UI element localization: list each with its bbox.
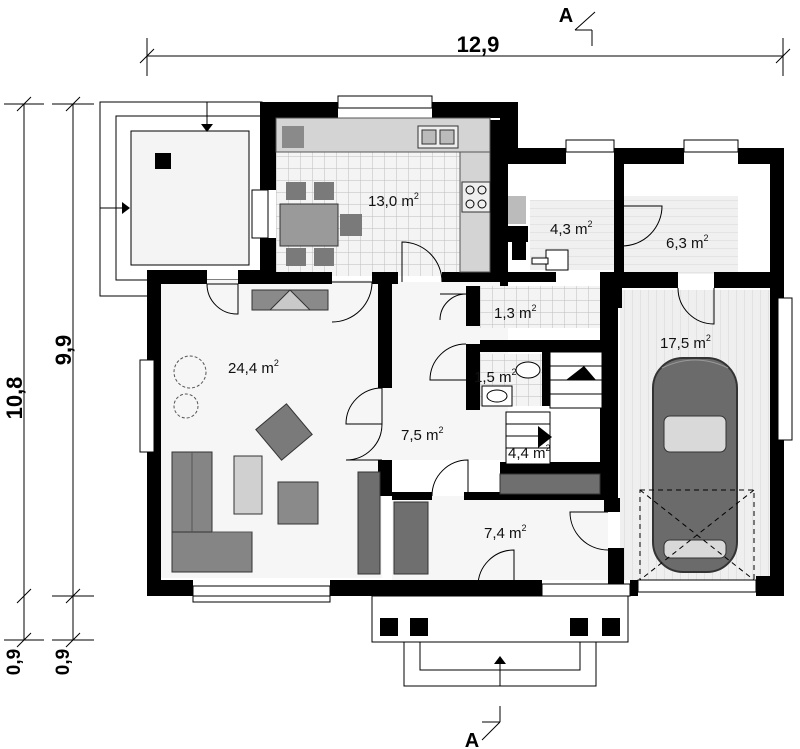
front-porch	[371, 595, 629, 687]
terrace	[99, 101, 263, 297]
offset-left-label: 0,9	[4, 649, 25, 675]
room-area-boiler: 6,3 m2	[666, 233, 709, 252]
room-area-entrance: 7,4 m2	[484, 523, 527, 542]
car-icon	[639, 357, 755, 581]
room-area-stairs: 4,4 m2	[508, 443, 551, 462]
overall-depth-label: 10,8	[2, 377, 27, 420]
room-area-hall: 7,5 m2	[401, 425, 444, 444]
section-marker-bottom: A	[465, 706, 501, 749]
room-labels: 24,4 m2 13,0 m2 4,3 m2 6,3 m2 1,3 m2 1,5…	[228, 191, 711, 542]
overall-width-label: 12,9	[457, 32, 500, 57]
walls	[147, 102, 784, 596]
entrance-furniture	[393, 473, 601, 575]
room-area-wc: 1,5 m2	[474, 367, 517, 386]
svg-text:A: A	[559, 5, 573, 27]
room-area-pantry: 1,3 m2	[494, 303, 537, 322]
wc-fixtures	[481, 361, 541, 407]
room-area-garage: 17,5 m2	[660, 333, 711, 352]
staircase	[505, 351, 603, 465]
section-marker-top: A	[559, 5, 596, 46]
plant-icon	[173, 355, 207, 419]
svg-text:A: A	[465, 730, 479, 749]
doors	[206, 205, 715, 587]
room-area-kitchen: 13,0 m2	[368, 191, 419, 210]
inner-depth-label: 9,9	[51, 335, 76, 366]
dimension-lines	[4, 38, 791, 648]
kitchen-furniture	[275, 117, 491, 273]
utility-fixtures	[500, 196, 569, 271]
offset-right-label: 0,9	[53, 649, 74, 675]
windows	[139, 95, 793, 603]
room-area-living: 24,4 m2	[228, 358, 279, 377]
living-furniture	[171, 289, 381, 575]
room-area-utility: 4,3 m2	[550, 219, 593, 238]
